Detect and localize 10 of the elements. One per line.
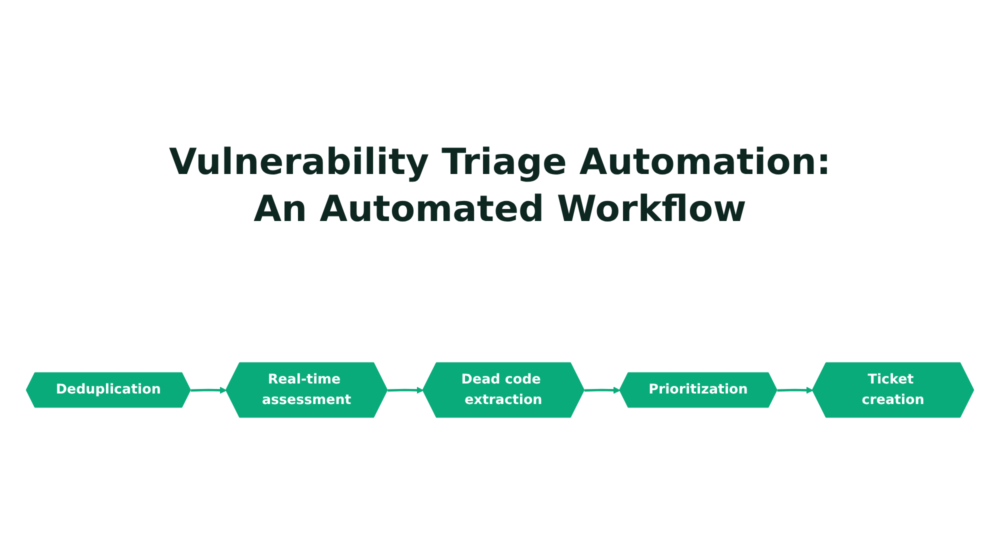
step-hexagon: Real-time assessment — [226, 362, 388, 418]
title: Vulnerability Triage Automation: An Automated Workflow — [168, 141, 832, 232]
step-hexagon: Prioritization — [619, 372, 778, 408]
step-hexagon: Dead code extraction — [422, 362, 584, 418]
step-hexagon: Deduplication — [26, 372, 191, 408]
arrow — [388, 386, 424, 394]
arrow — [584, 386, 620, 394]
step-hexagon: Ticket creation — [812, 362, 974, 418]
arrow — [777, 386, 814, 394]
arrow — [190, 386, 227, 394]
